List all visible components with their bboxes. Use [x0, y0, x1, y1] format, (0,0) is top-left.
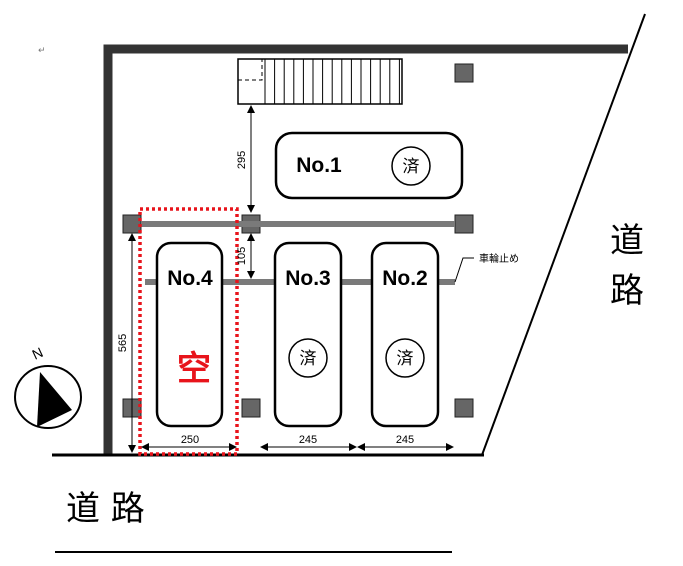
lot-no1-label: No.1	[296, 154, 342, 177]
dim-width-no3: 245	[299, 434, 317, 446]
lot-no3-label: No.3	[285, 267, 331, 290]
vacant-highlight-frame	[138, 207, 239, 456]
staircase	[237, 58, 403, 105]
dim-stair-gap: 295	[236, 151, 248, 169]
post-top-right	[454, 63, 474, 83]
lot-no4-status: 空	[177, 349, 211, 389]
dim-width-no2: 245	[396, 434, 414, 446]
lot-no1-status: 済	[403, 157, 420, 177]
side-road-label: 道路	[610, 221, 644, 311]
return-mark: ↵	[38, 46, 46, 56]
support-posts	[122, 63, 474, 418]
post-low-right	[454, 398, 474, 418]
lot-no2[interactable]: No.2 済	[370, 241, 440, 428]
lot-no3[interactable]: No.3 済	[273, 241, 343, 428]
lot-no3-status-circle	[288, 338, 328, 378]
lot-no2-status: 済	[397, 349, 414, 369]
wheel-stop-leader	[454, 257, 474, 283]
site-boundary-diagonal	[481, 13, 646, 456]
lot-no4-label: No.4	[167, 267, 213, 290]
site-boundary-wall	[103, 44, 628, 455]
wheel-stop-label: 車輪止め	[479, 252, 519, 265]
post-low-center	[241, 398, 261, 418]
dim-row-gap: 105	[236, 247, 248, 265]
lot-no1-status-circle	[391, 146, 431, 186]
upper-beam	[141, 221, 455, 227]
dim-depth: 565	[117, 334, 129, 352]
north-label: N	[30, 344, 46, 363]
lot-no4[interactable]: No.4 空	[155, 241, 224, 428]
dim-width-no4: 250	[181, 434, 199, 446]
lot-no1[interactable]: No.1 済	[274, 131, 464, 200]
lot-no3-status: 済	[300, 349, 317, 369]
north-compass-icon: N	[14, 344, 82, 429]
lot-no2-label: No.2	[382, 267, 428, 290]
post-mid-right	[454, 214, 474, 234]
lot-no2-status-circle	[385, 338, 425, 378]
bottom-road-label: 道 路	[66, 489, 145, 529]
